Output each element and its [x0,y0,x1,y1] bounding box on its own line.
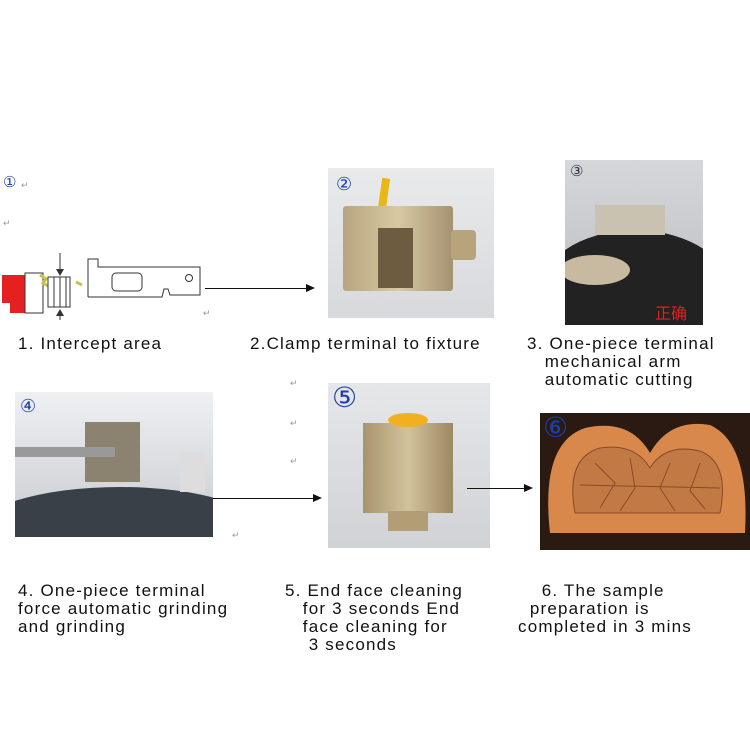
step-1-marker: ① [3,173,17,191]
step-3-photo: ③ 正确 [565,160,703,325]
step-6-marker: ⑥ [543,413,569,444]
return-mark: ↵ [290,418,298,428]
correct-label: 正确 [655,304,688,323]
return-mark: ↵ [232,530,240,540]
arrow-step1-to-step2 [205,284,315,292]
step-3-marker: ③ [570,162,584,180]
return-mark: ↵ [21,180,29,190]
arrow-step4-to-step5 [213,494,322,502]
step-4-photo: ④ [15,392,213,537]
step-5-caption: 5. End face cleaning for 3 seconds End f… [285,581,464,654]
wire-insulation-icon [2,275,25,313]
step-4-caption: 4. One-piece terminal force automatic gr… [18,581,229,636]
step-5-photo: ⑤ [328,383,490,548]
step-5-marker: ⑤ [332,383,358,414]
arrow-step5-to-step6 [467,484,533,492]
return-mark: ↵ [203,308,211,318]
step-6-caption: 6. The sample preparation is completed i… [518,581,692,636]
sample-cross-section [548,423,746,533]
return-mark: ↵ [290,378,298,388]
step-1-caption: 1. Intercept area [18,334,163,353]
step-2-photo: ② [328,168,494,318]
terminal-drawing [2,253,201,320]
return-mark: ↵ [290,456,298,466]
step-4-marker: ④ [20,396,37,417]
step-2-caption: 2.Clamp terminal to fixture [250,334,481,353]
step-3-caption: 3. One-piece terminal mechanical arm aut… [527,334,715,389]
step-2-marker: ② [336,174,353,195]
return-mark: ↵ [3,218,11,228]
step-6-photo: ⑥ [540,413,750,550]
